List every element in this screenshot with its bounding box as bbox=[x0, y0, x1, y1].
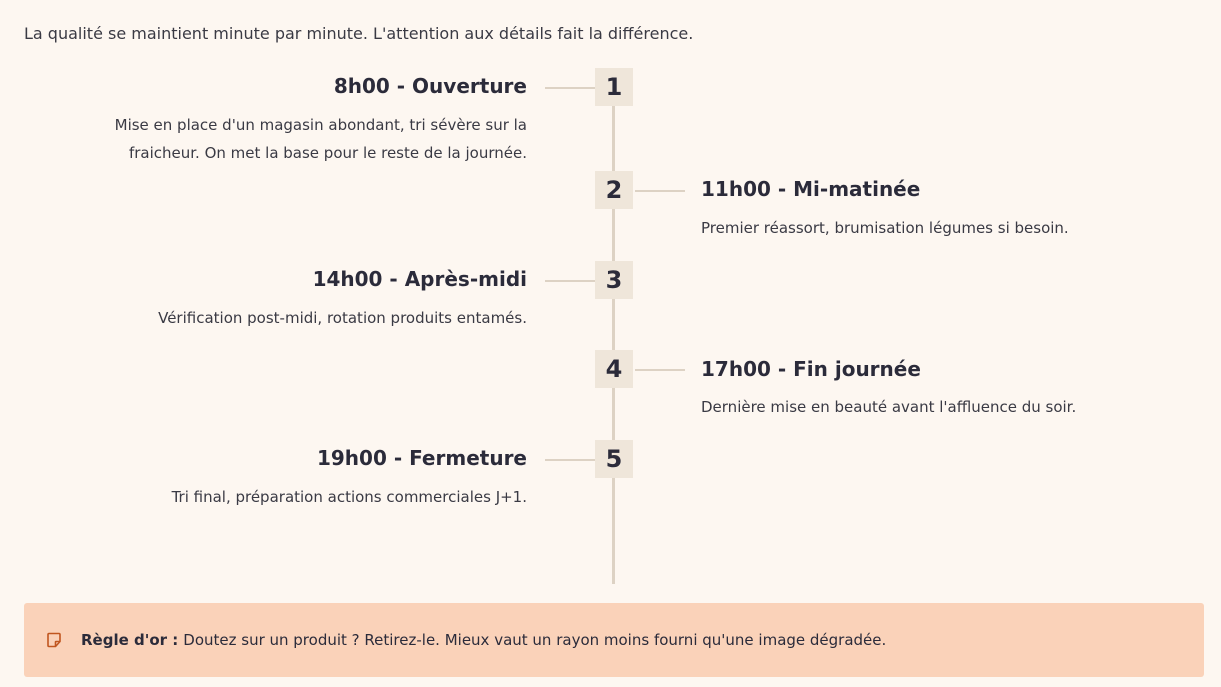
step-desc-1: Mise en place d'un magasin abondant, tri… bbox=[115, 111, 527, 167]
golden-rule-callout: Règle d'or : Doutez sur un produit ? Ret… bbox=[24, 603, 1204, 677]
step-title-5: 19h00 - Fermeture bbox=[316, 446, 527, 470]
step-desc-5-line-1: Tri final, préparation actions commercia… bbox=[171, 488, 527, 506]
step-desc-4-line-1: Dernière mise en beauté avant l'affluenc… bbox=[701, 398, 1077, 416]
step-number-4: 4 bbox=[595, 350, 633, 388]
step-desc-5: Tri final, préparation actions commercia… bbox=[172, 483, 527, 511]
step-title-2: 11h00 - Mi-matinée bbox=[701, 177, 921, 201]
timeline-line bbox=[612, 88, 615, 584]
step-number-2: 2 bbox=[595, 171, 633, 209]
step-number-5: 5 bbox=[595, 440, 633, 478]
step-title-3: 14h00 - Après-midi bbox=[312, 267, 527, 291]
step-desc-1-line-2: fraicheur. On met la base pour le reste … bbox=[128, 144, 527, 162]
step-number-3: 3 bbox=[595, 261, 633, 299]
step-desc-3-line-1: Vérification post-midi, rotation produit… bbox=[158, 309, 527, 327]
step-desc-2-line-1: Premier réassort, brumisation légumes si… bbox=[701, 219, 1069, 237]
step-number-1: 1 bbox=[595, 68, 633, 106]
step-desc-3: Vérification post-midi, rotation produit… bbox=[158, 304, 527, 332]
callout-text: Doutez sur un produit ? Retirez-le. Mieu… bbox=[183, 631, 887, 649]
step-connector-1 bbox=[545, 87, 595, 89]
step-title-4: 17h00 - Fin journée bbox=[701, 357, 921, 381]
step-connector-2 bbox=[635, 190, 685, 192]
intro-text: La qualité se maintient minute par minut… bbox=[24, 24, 694, 43]
step-title-1: 8h00 - Ouverture bbox=[333, 74, 527, 98]
sticky-note-icon bbox=[46, 632, 62, 648]
step-desc-2: Premier réassort, brumisation légumes si… bbox=[701, 214, 1069, 242]
step-connector-3 bbox=[545, 280, 595, 282]
step-connector-5 bbox=[545, 459, 595, 461]
callout-label: Règle d'or : bbox=[81, 631, 179, 649]
step-connector-4 bbox=[635, 369, 685, 371]
step-desc-1-line-1: Mise en place d'un magasin abondant, tri… bbox=[114, 116, 527, 134]
step-desc-4: Dernière mise en beauté avant l'affluenc… bbox=[701, 393, 1076, 421]
